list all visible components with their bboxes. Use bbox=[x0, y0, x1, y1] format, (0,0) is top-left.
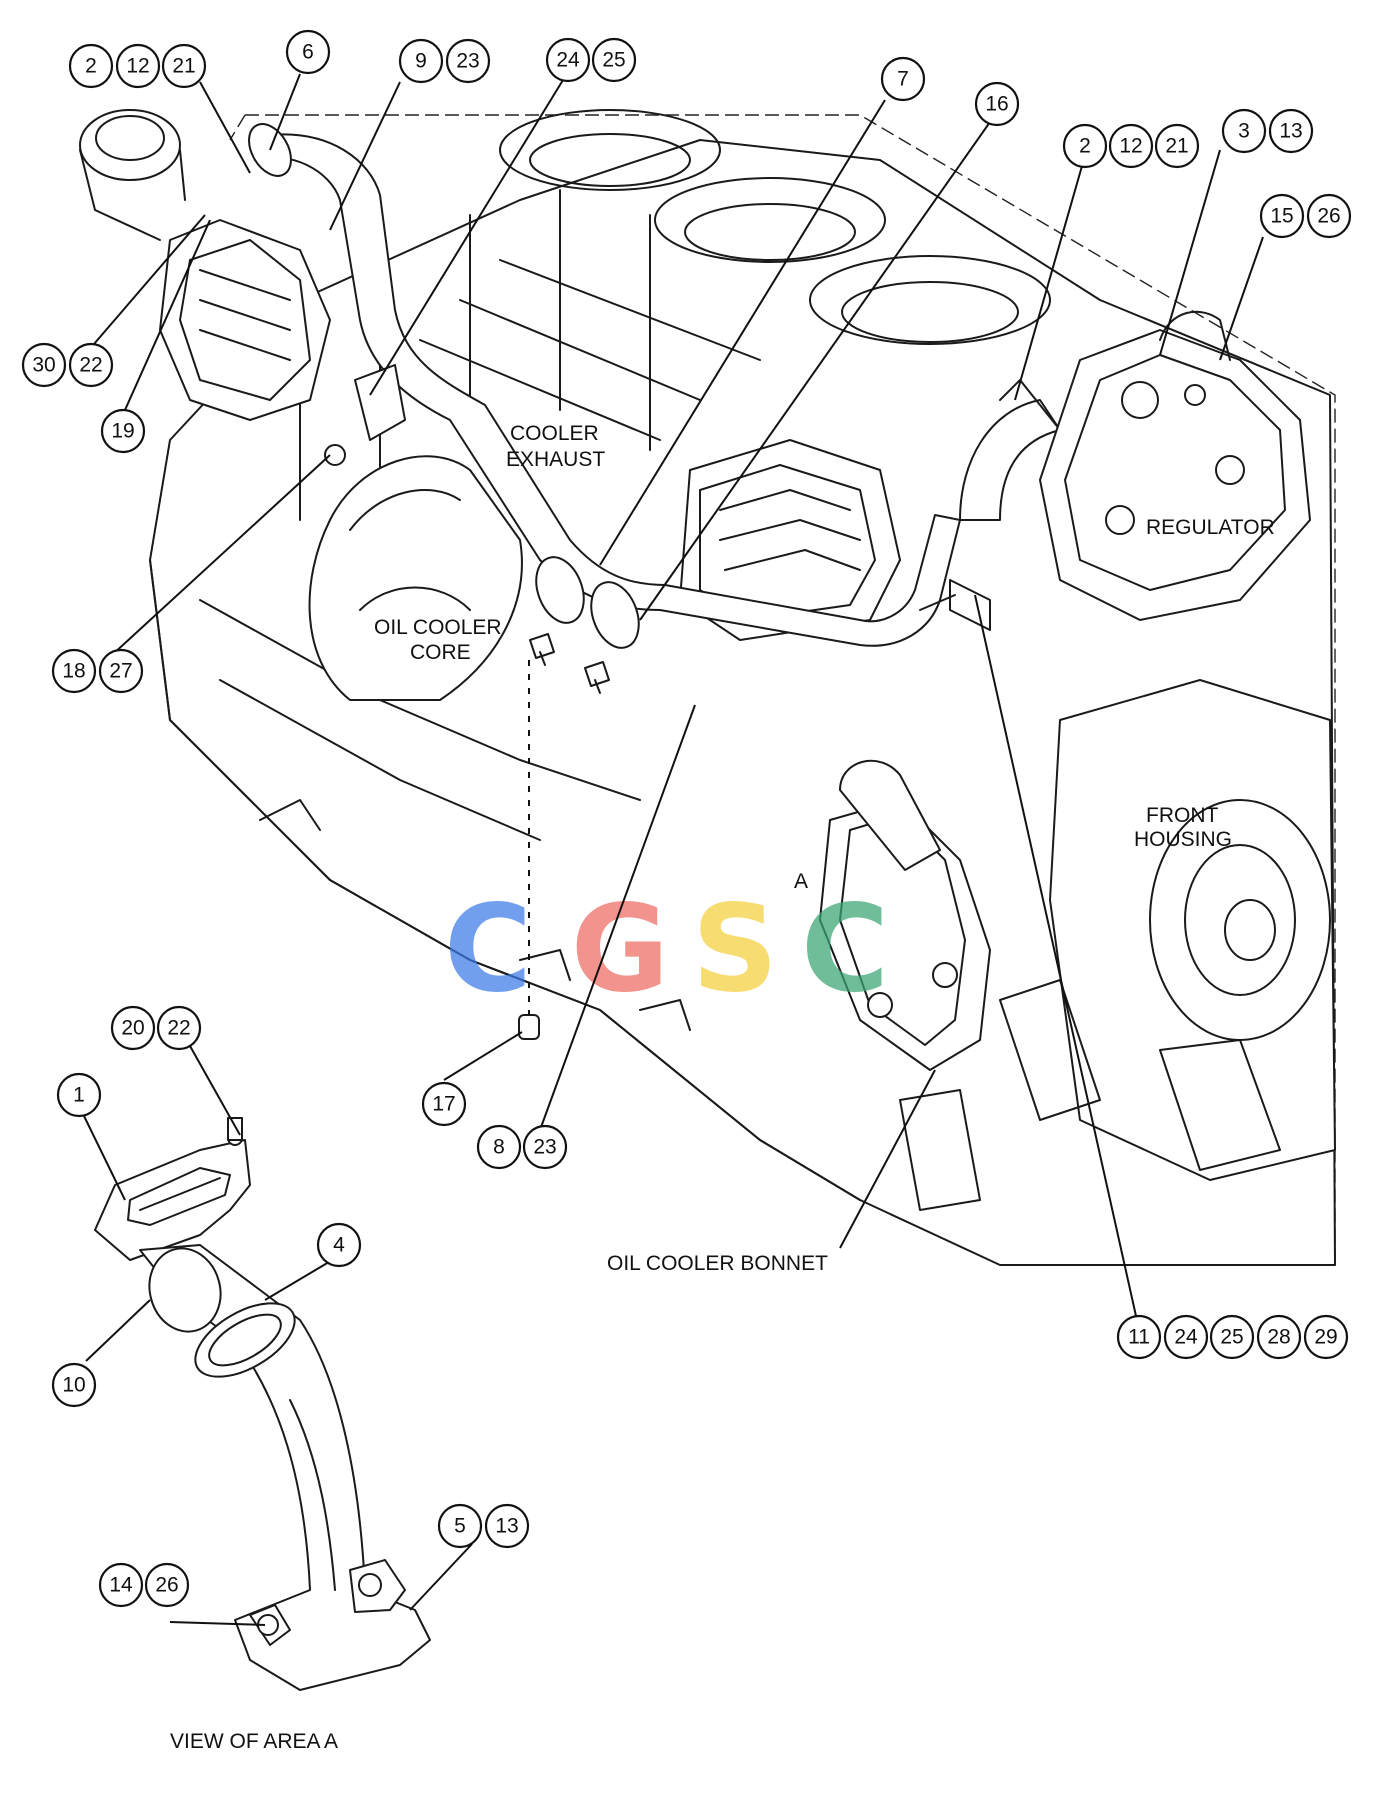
callout-17: 17 bbox=[421, 1081, 467, 1127]
watermark-letter-g: G bbox=[571, 881, 670, 1020]
label-exhaust: EXHAUST bbox=[506, 448, 605, 471]
callout-number: 2 bbox=[1079, 135, 1091, 158]
callout-number: 19 bbox=[111, 420, 134, 443]
callout-7: 7 bbox=[880, 56, 926, 102]
callout-number: 21 bbox=[1165, 135, 1188, 158]
callout-number: 8 bbox=[493, 1136, 505, 1159]
callout-number: 18 bbox=[62, 660, 85, 683]
callout-number: 21 bbox=[172, 55, 195, 78]
callout-16: 16 bbox=[974, 81, 1020, 127]
callout-number: 22 bbox=[79, 354, 102, 377]
callout-number: 25 bbox=[602, 49, 625, 72]
callout-number: 29 bbox=[1314, 1326, 1337, 1349]
callout-30-22: 30 22 bbox=[21, 342, 114, 388]
diagram-labels: COOLER EXHAUST OIL COOLER CORE REGULATOR… bbox=[170, 422, 1275, 1753]
callout-number: 20 bbox=[121, 1017, 144, 1040]
watermark-letter-c1: C bbox=[444, 881, 532, 1020]
callout-number: 14 bbox=[109, 1574, 133, 1597]
callout-number: 17 bbox=[432, 1093, 455, 1116]
callout-number: 6 bbox=[302, 41, 314, 64]
callout-number: 23 bbox=[456, 50, 479, 73]
callout-15-26: 15 26 bbox=[1259, 193, 1352, 239]
callout-number: 25 bbox=[1220, 1326, 1243, 1349]
callout-9-23: 9 23 bbox=[398, 38, 491, 84]
watermark-letter-s: S bbox=[692, 881, 778, 1020]
label-area-a: A bbox=[794, 870, 808, 893]
callout-number: 26 bbox=[1317, 205, 1340, 228]
label-core: CORE bbox=[410, 641, 471, 664]
callout-bubbles: 2 12 21 6 9 23 24 25 7 16 2 12 21 3 13 bbox=[21, 29, 1352, 1608]
engine-drawing bbox=[79, 109, 1336, 1266]
callout-number: 11 bbox=[1128, 1326, 1150, 1349]
callout-number: 7 bbox=[897, 68, 909, 91]
callout-number: 24 bbox=[1174, 1326, 1198, 1349]
label-oil-cooler-bonnet: OIL COOLER BONNET bbox=[607, 1252, 828, 1275]
callout-number: 12 bbox=[126, 55, 149, 78]
label-cooler: COOLER bbox=[510, 422, 599, 445]
callout-6: 6 bbox=[285, 29, 331, 75]
callout-10: 10 bbox=[51, 1362, 97, 1408]
callout-number: 26 bbox=[155, 1574, 178, 1597]
callout-number: 3 bbox=[1238, 120, 1250, 143]
callout-number: 1 bbox=[73, 1084, 85, 1107]
callout-number: 13 bbox=[1279, 120, 1302, 143]
callout-number: 16 bbox=[985, 93, 1008, 116]
callout-number: 22 bbox=[167, 1017, 190, 1040]
callout-4: 4 bbox=[316, 1222, 362, 1268]
label-housing: HOUSING bbox=[1134, 828, 1232, 851]
label-view-of-area-a: VIEW OF AREA A bbox=[170, 1730, 338, 1753]
callout-number: 23 bbox=[533, 1136, 556, 1159]
callout-2-12-21-right: 2 12 21 bbox=[1062, 123, 1200, 169]
callout-19: 19 bbox=[100, 408, 146, 454]
callout-1: 1 bbox=[56, 1072, 102, 1118]
callout-number: 15 bbox=[1270, 205, 1293, 228]
leader-lines bbox=[83, 73, 1264, 1626]
callout-number: 5 bbox=[454, 1515, 466, 1538]
callout-8-23: 8 23 bbox=[476, 1124, 568, 1170]
callout-18-27: 18 27 bbox=[51, 648, 144, 694]
cgsc-watermark: C G S C bbox=[444, 881, 889, 1020]
callout-number: 10 bbox=[62, 1374, 85, 1397]
callout-24-25: 24 25 bbox=[545, 37, 637, 83]
callout-number: 24 bbox=[556, 49, 580, 72]
callout-number: 28 bbox=[1267, 1326, 1290, 1349]
callout-2-12-21-left: 2 12 21 bbox=[68, 43, 207, 89]
view-of-area-a-drawing bbox=[94, 1117, 431, 1691]
callout-20-22: 20 22 bbox=[110, 1005, 202, 1051]
callout-number: 2 bbox=[85, 55, 97, 78]
label-oil-cooler: OIL COOLER bbox=[374, 616, 502, 639]
callout-number: 4 bbox=[333, 1234, 345, 1257]
callout-14-26: 14 26 bbox=[98, 1562, 190, 1608]
label-front: FRONT bbox=[1146, 804, 1218, 827]
label-regulator: REGULATOR bbox=[1146, 516, 1275, 539]
callout-number: 9 bbox=[415, 50, 427, 73]
callout-5-13: 5 13 bbox=[437, 1503, 530, 1549]
callout-number: 12 bbox=[1119, 135, 1142, 158]
callout-number: 30 bbox=[32, 354, 55, 377]
callout-11-24-25-28-29: 11 24 25 28 29 bbox=[1116, 1314, 1349, 1360]
callout-number: 27 bbox=[109, 660, 132, 683]
callout-number: 13 bbox=[495, 1515, 518, 1538]
callout-3-13: 3 13 bbox=[1221, 108, 1314, 154]
watermark-letter-c2: C bbox=[801, 881, 889, 1020]
